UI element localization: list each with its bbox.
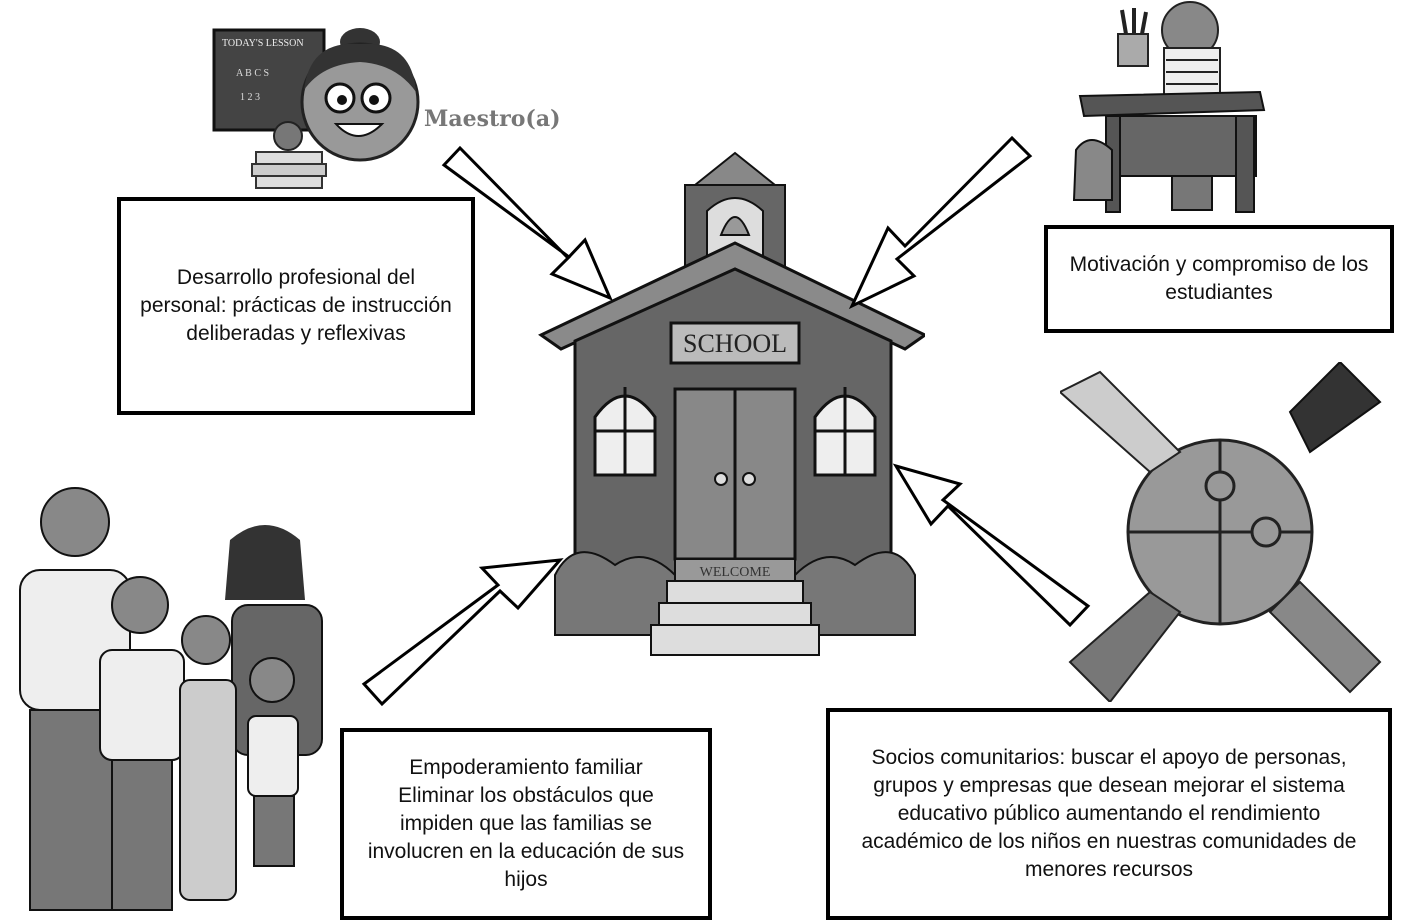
student-legs [1171,175,1213,211]
family-empowerment-title: Empoderamiento familiar [409,756,643,779]
step [650,624,820,656]
apple [273,121,303,151]
student-motivation-text: Motivación y compromiso de los estudiant… [1069,253,1369,304]
community-partners-box: Socios comunitarios: buscar el apoyo de … [826,708,1392,920]
school-building: SCHOOL WELCOME [538,151,925,656]
hand-top-right [1288,362,1382,454]
family-illustration [19,487,323,911]
doormat-text: WELCOME [700,565,771,580]
arrow-community-to-school [892,463,1091,628]
arrow-students-to-school [848,135,1033,310]
bush-left [554,551,676,636]
girl-dress [179,679,237,901]
boy-head [111,576,169,634]
chalkboard-line1: A B C S [236,68,269,79]
arrow-family-to-school [361,558,564,707]
community-illustration [1060,362,1382,702]
teacher-hair [304,43,416,92]
boy-pants [111,759,173,911]
book [255,175,323,189]
teacher-development-text: Desarrollo profesional del personal: prá… [140,266,452,345]
teacher-development-box: Desarrollo profesional del personal: prá… [117,197,475,415]
father-head [40,487,110,557]
family-empowerment-box: Empoderamiento familiar Eliminar los obs… [340,728,712,920]
teacher-illustration: TODAY'S LESSON A B C S 1 2 3 [212,28,420,189]
chalkboard-title: TODAY'S LESSON [222,38,304,49]
backpack [1072,139,1113,201]
bell-icon [719,216,751,236]
hand-top-left [1060,370,1182,474]
school-sign [669,321,801,365]
small-boy-pants [253,795,295,867]
school-sign-text: SCHOOL [683,329,787,358]
student-motivation-box: Motivación y compromiso de los estudiant… [1044,225,1394,333]
hand-bottom-right [1268,580,1382,694]
small-boy-head [249,657,295,703]
arrow-teacher-to-school [441,145,613,301]
desk-body [1105,115,1257,177]
smile [333,123,385,137]
bush-right [794,551,916,636]
family-empowerment-text: Eliminar los obstáculos que impiden que … [367,784,685,891]
girl-head [181,615,231,665]
chalkboard-line2: 1 2 3 [240,92,260,103]
mother-hair [225,525,305,600]
student-illustration [1072,1,1266,213]
desk-top [1078,90,1266,118]
hand-bottom-left [1068,590,1182,702]
teacher-label: Maestro(a) [424,106,561,132]
community-partners-text: Socios comunitarios: buscar el apoyo de … [861,746,1357,881]
